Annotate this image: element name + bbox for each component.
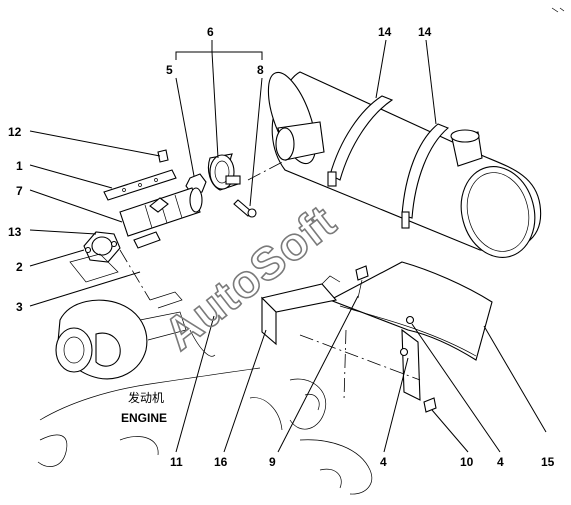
leader-lines bbox=[29, 39, 547, 453]
exhaust-pipe-assembly bbox=[69, 149, 257, 309]
callout-12: 12 bbox=[8, 125, 22, 139]
callout-7: 7 bbox=[16, 184, 23, 198]
callout-1: 1 bbox=[16, 159, 23, 173]
callout-4-second: 4 bbox=[497, 455, 504, 469]
engine-turbo bbox=[37, 299, 373, 495]
callout-4-first: 4 bbox=[380, 455, 387, 469]
callout-3: 3 bbox=[16, 300, 23, 314]
callout-14-second: 14 bbox=[418, 25, 432, 39]
callout-5: 5 bbox=[166, 63, 173, 77]
callout-2: 2 bbox=[16, 260, 23, 274]
watermark: AutoSoft bbox=[154, 194, 345, 359]
callout-13: 13 bbox=[8, 225, 22, 239]
center-lines bbox=[119, 157, 421, 401]
callout-labels: 12 1 7 13 2 3 5 6 8 14 14 11 16 9 4 10 4… bbox=[8, 25, 555, 469]
callout-9: 9 bbox=[269, 455, 276, 469]
callout-15: 15 bbox=[541, 455, 555, 469]
support-bracket bbox=[260, 261, 493, 413]
muffler bbox=[267, 71, 542, 258]
callout-8: 8 bbox=[257, 63, 264, 77]
callout-11: 11 bbox=[170, 455, 183, 469]
engine-label-chinese: 发动机 bbox=[128, 390, 164, 405]
engine-label-english: ENGINE bbox=[121, 411, 167, 425]
corner-mark bbox=[551, 7, 565, 13]
callout-16: 16 bbox=[214, 455, 228, 469]
callout-6: 6 bbox=[207, 25, 214, 39]
callout-14-first: 14 bbox=[378, 25, 392, 39]
callout-10: 10 bbox=[460, 455, 474, 469]
